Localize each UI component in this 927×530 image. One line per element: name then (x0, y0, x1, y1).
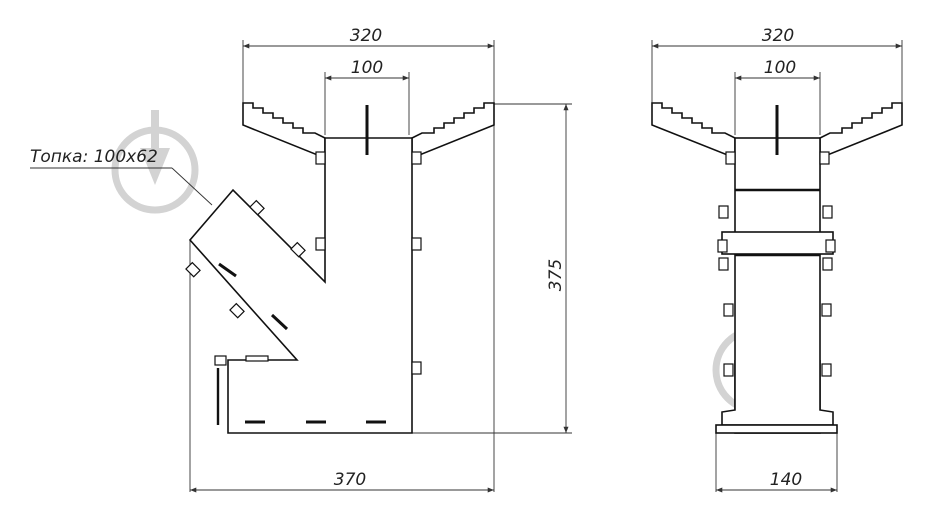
dim-top-inner-label: 100 (351, 58, 383, 78)
front-right-support-arm (819, 102, 903, 160)
dim-height-label: 375 (546, 259, 566, 291)
dim-right-bottom-label: 140 (770, 470, 802, 490)
dim-bottom-label: 370 (334, 470, 366, 490)
front-view: 320 100 140 (651, 26, 903, 493)
watermark-left (111, 110, 199, 214)
front-base (721, 360, 834, 426)
dim-right-top-inner-label: 100 (764, 58, 796, 78)
side-view: 320 100 375 370 Топка: 100х62 (30, 26, 572, 493)
front-firebox-band (721, 231, 834, 255)
stove-body (188, 137, 413, 434)
front-left-support-arm (651, 102, 736, 160)
firebox-callout-label: Топка: 100х62 (30, 147, 158, 167)
right-support-arm (411, 102, 495, 160)
dim-top-outer-label: 320 (350, 26, 382, 46)
left-support-arm (242, 102, 326, 160)
dim-right-top-outer-label: 320 (762, 26, 794, 46)
